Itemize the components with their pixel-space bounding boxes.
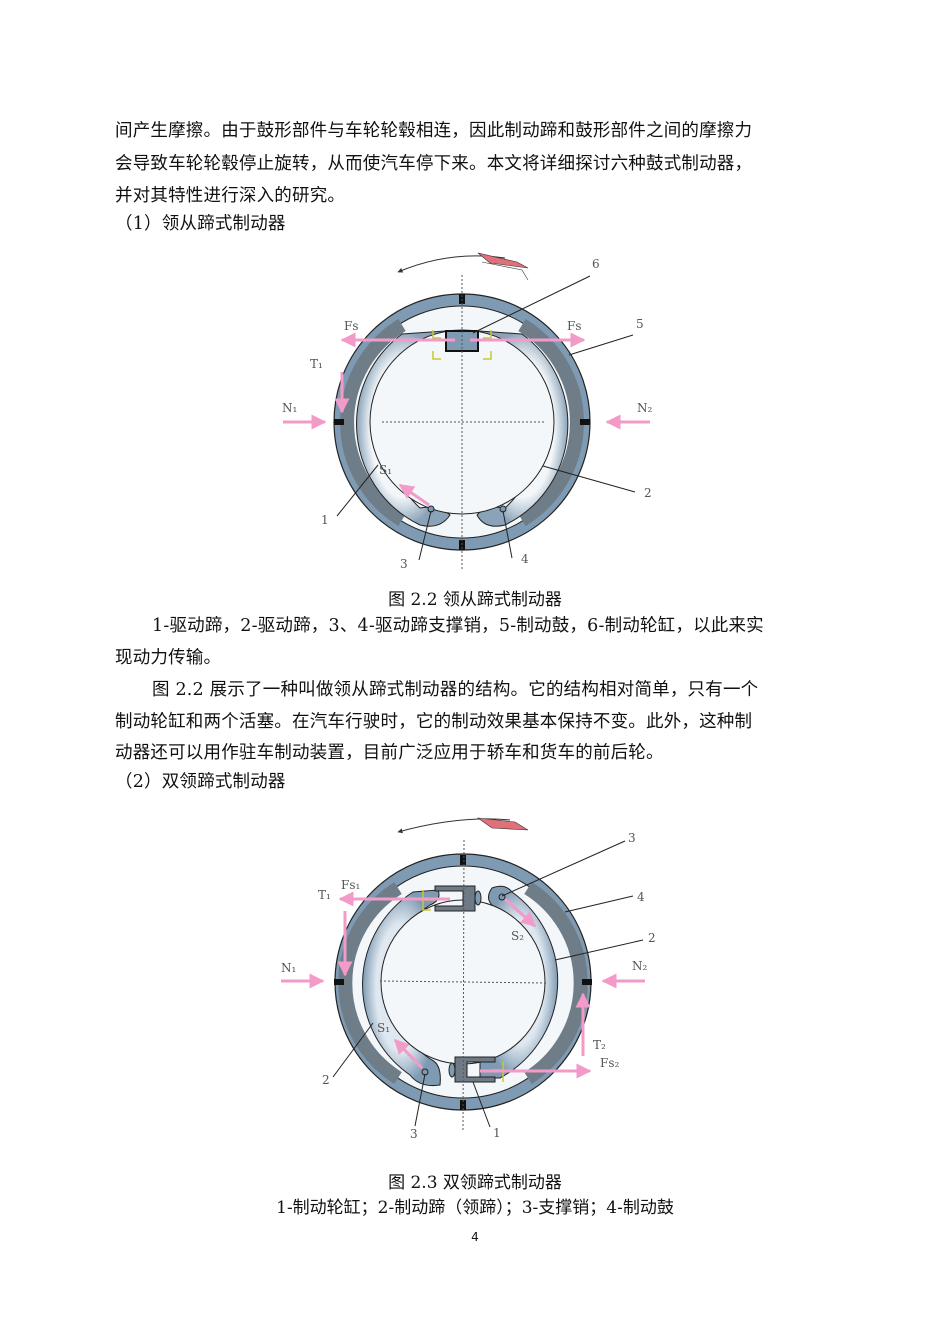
paragraph-line: 制动轮缸和两个活塞。在汽车行驶时，它的制动效果基本保持不变。此外，这种制	[115, 712, 753, 732]
paragraph-line: 会导致车轮轮毂停止旋转，从而使汽车停下来。本文将详细探讨六种鼓式制动器，	[115, 154, 753, 174]
section-heading-2: （2）双领蹄式制动器	[115, 772, 286, 792]
label-fs2: Fs₂	[600, 1056, 619, 1070]
label-n2: N₂	[632, 959, 648, 973]
label-s2: S₂	[511, 929, 524, 943]
figure-caption-2-2: 图 2.2 领从蹄式制动器	[388, 590, 562, 610]
legend-line: 现动力传输。	[115, 648, 222, 668]
section-heading-1: （1）领从蹄式制动器	[115, 214, 286, 234]
label-fs-left: Fs	[344, 319, 358, 333]
label-s1: S₁	[377, 1021, 390, 1035]
rotation-marker-icon	[477, 252, 529, 269]
label-1: 1	[493, 1126, 501, 1140]
label-4: 4	[521, 552, 529, 566]
figure-legend-2-3: 1-制动轮缸；2-制动蹄（领蹄）；3-支撑销；4-制动鼓	[276, 1198, 674, 1218]
label-5: 5	[636, 317, 644, 331]
label-s1: S₁	[379, 463, 392, 477]
label-fs-right: Fs	[567, 319, 581, 333]
figure-leading-trailing-shoe-brake: Fs Fs T₁ N₁ N₂ S₁ 6 5 2 1 3 4	[280, 245, 680, 575]
label-3: 3	[400, 557, 408, 571]
paragraph-line: 动器还可以用作驻车制动装置，目前广泛应用于轿车和货车的前后轮。	[115, 743, 664, 763]
label-t2: T₂	[593, 1038, 606, 1052]
legend-line: 1-驱动蹄，2-驱动蹄，3、4-驱动蹄支撑销，5-制动鼓，6-制动轮缸，以此来实	[152, 616, 764, 636]
label-3-top: 3	[628, 831, 636, 845]
page-number: 4	[471, 1230, 479, 1244]
figure-caption-2-3: 图 2.3 双领蹄式制动器	[388, 1173, 562, 1193]
label-4: 4	[637, 890, 645, 904]
label-t1: T₁	[318, 888, 331, 902]
figure-two-leading-shoe-brake: Fs₁ T₁ N₁ N₂ S₂ S₁ T₂ Fs₂ 3 4 2 2 3 1	[270, 815, 680, 1150]
paragraph-line: 间产生摩擦。由于鼓形部件与车轮轮毂相连，因此制动蹄和鼓形部件之间的摩擦力	[115, 121, 753, 141]
paragraph-line: 并对其特性进行深入的研究。	[115, 186, 346, 206]
label-fs1: Fs₁	[341, 878, 360, 892]
label-2-right: 2	[648, 931, 656, 945]
label-t1: T₁	[310, 357, 323, 371]
label-2-left: 2	[322, 1073, 330, 1087]
label-n1: N₁	[281, 961, 296, 975]
label-6: 6	[592, 257, 600, 271]
label-3-bottom: 3	[410, 1127, 418, 1141]
paragraph-line: 图 2.2 展示了一种叫做领从蹄式制动器的结构。它的结构相对简单，只有一个	[152, 680, 759, 700]
label-n1: N₁	[282, 401, 297, 415]
label-n2: N₂	[637, 401, 653, 415]
label-2: 2	[644, 486, 652, 500]
label-1: 1	[321, 513, 329, 527]
